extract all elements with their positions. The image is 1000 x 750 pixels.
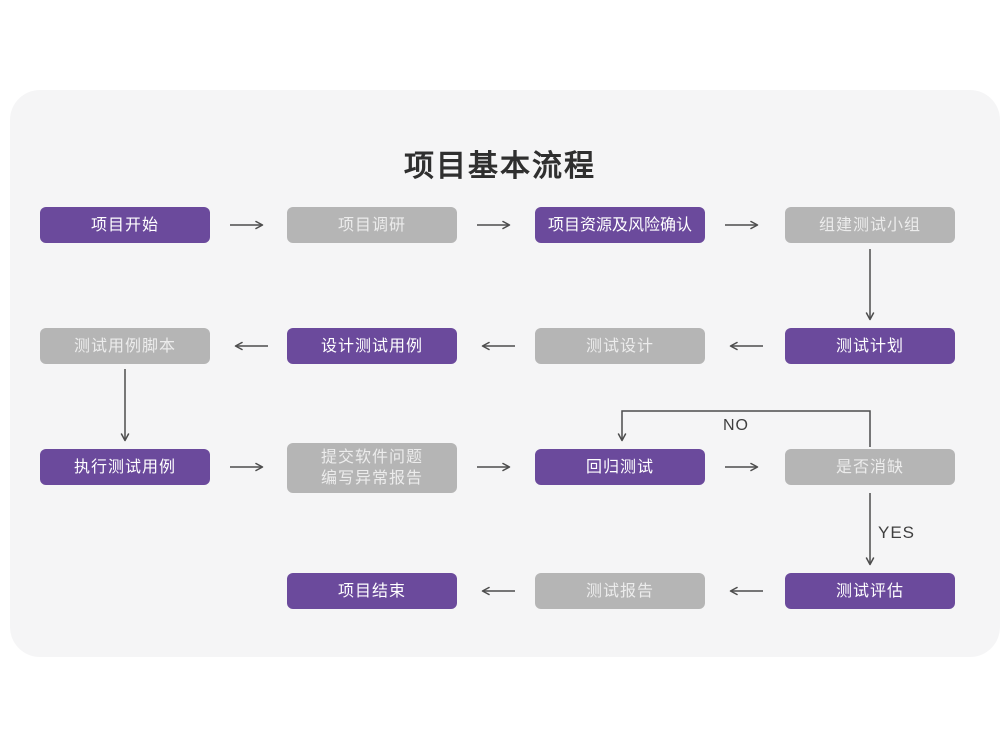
- node-test-evaluation: 测试评估: [785, 573, 955, 609]
- node-label: 测试报告: [585, 582, 654, 600]
- node-test-plan: 测试计划: [785, 328, 955, 364]
- node-design-test-case: 设计测试用例: [287, 328, 457, 364]
- node-label: 测试计划: [835, 337, 904, 355]
- node-project-end: 项目结束: [287, 573, 457, 609]
- flowchart-card: [10, 90, 1000, 657]
- node-test-case-script: 测试用例脚本: [40, 328, 210, 364]
- node-defect-cleared: 是否消缺: [785, 449, 955, 485]
- no-branch-label: NO: [723, 417, 749, 434]
- node-label: 测试评估: [835, 582, 904, 600]
- node-project-research: 项目调研: [287, 207, 457, 243]
- node-label: 提交软件问题: [320, 449, 423, 466]
- node-label: 测试用例脚本: [73, 337, 176, 355]
- node-label: 是否消缺: [835, 458, 904, 476]
- node-label: 执行测试用例: [73, 458, 176, 476]
- node-label: 组建测试小组: [818, 216, 921, 234]
- node-label: 测试设计: [585, 337, 654, 355]
- node-label: 项目开始: [90, 216, 159, 234]
- diagram-title: 项目基本流程: [404, 150, 596, 183]
- node-test-design: 测试设计: [535, 328, 705, 364]
- node-resource-risk: 项目资源及风险确认: [535, 207, 705, 243]
- node-execute-test-case: 执行测试用例: [40, 449, 210, 485]
- node-test-report: 测试报告: [535, 573, 705, 609]
- node-project-start: 项目开始: [40, 207, 210, 243]
- node-regression-test: 回归测试: [535, 449, 705, 485]
- node-label: 编写异常报告: [320, 470, 423, 487]
- node-label: 项目调研: [337, 216, 406, 234]
- node-label: 回归测试: [585, 458, 654, 476]
- node-label: 项目结束: [337, 582, 406, 600]
- node-build-test-team: 组建测试小组: [785, 207, 955, 243]
- yes-branch-label: YES: [878, 523, 916, 542]
- node-submit-issue-report: 提交软件问题 编写异常报告: [287, 443, 457, 493]
- node-label: 项目资源及风险确认: [547, 216, 692, 234]
- node-label: 设计测试用例: [320, 337, 423, 355]
